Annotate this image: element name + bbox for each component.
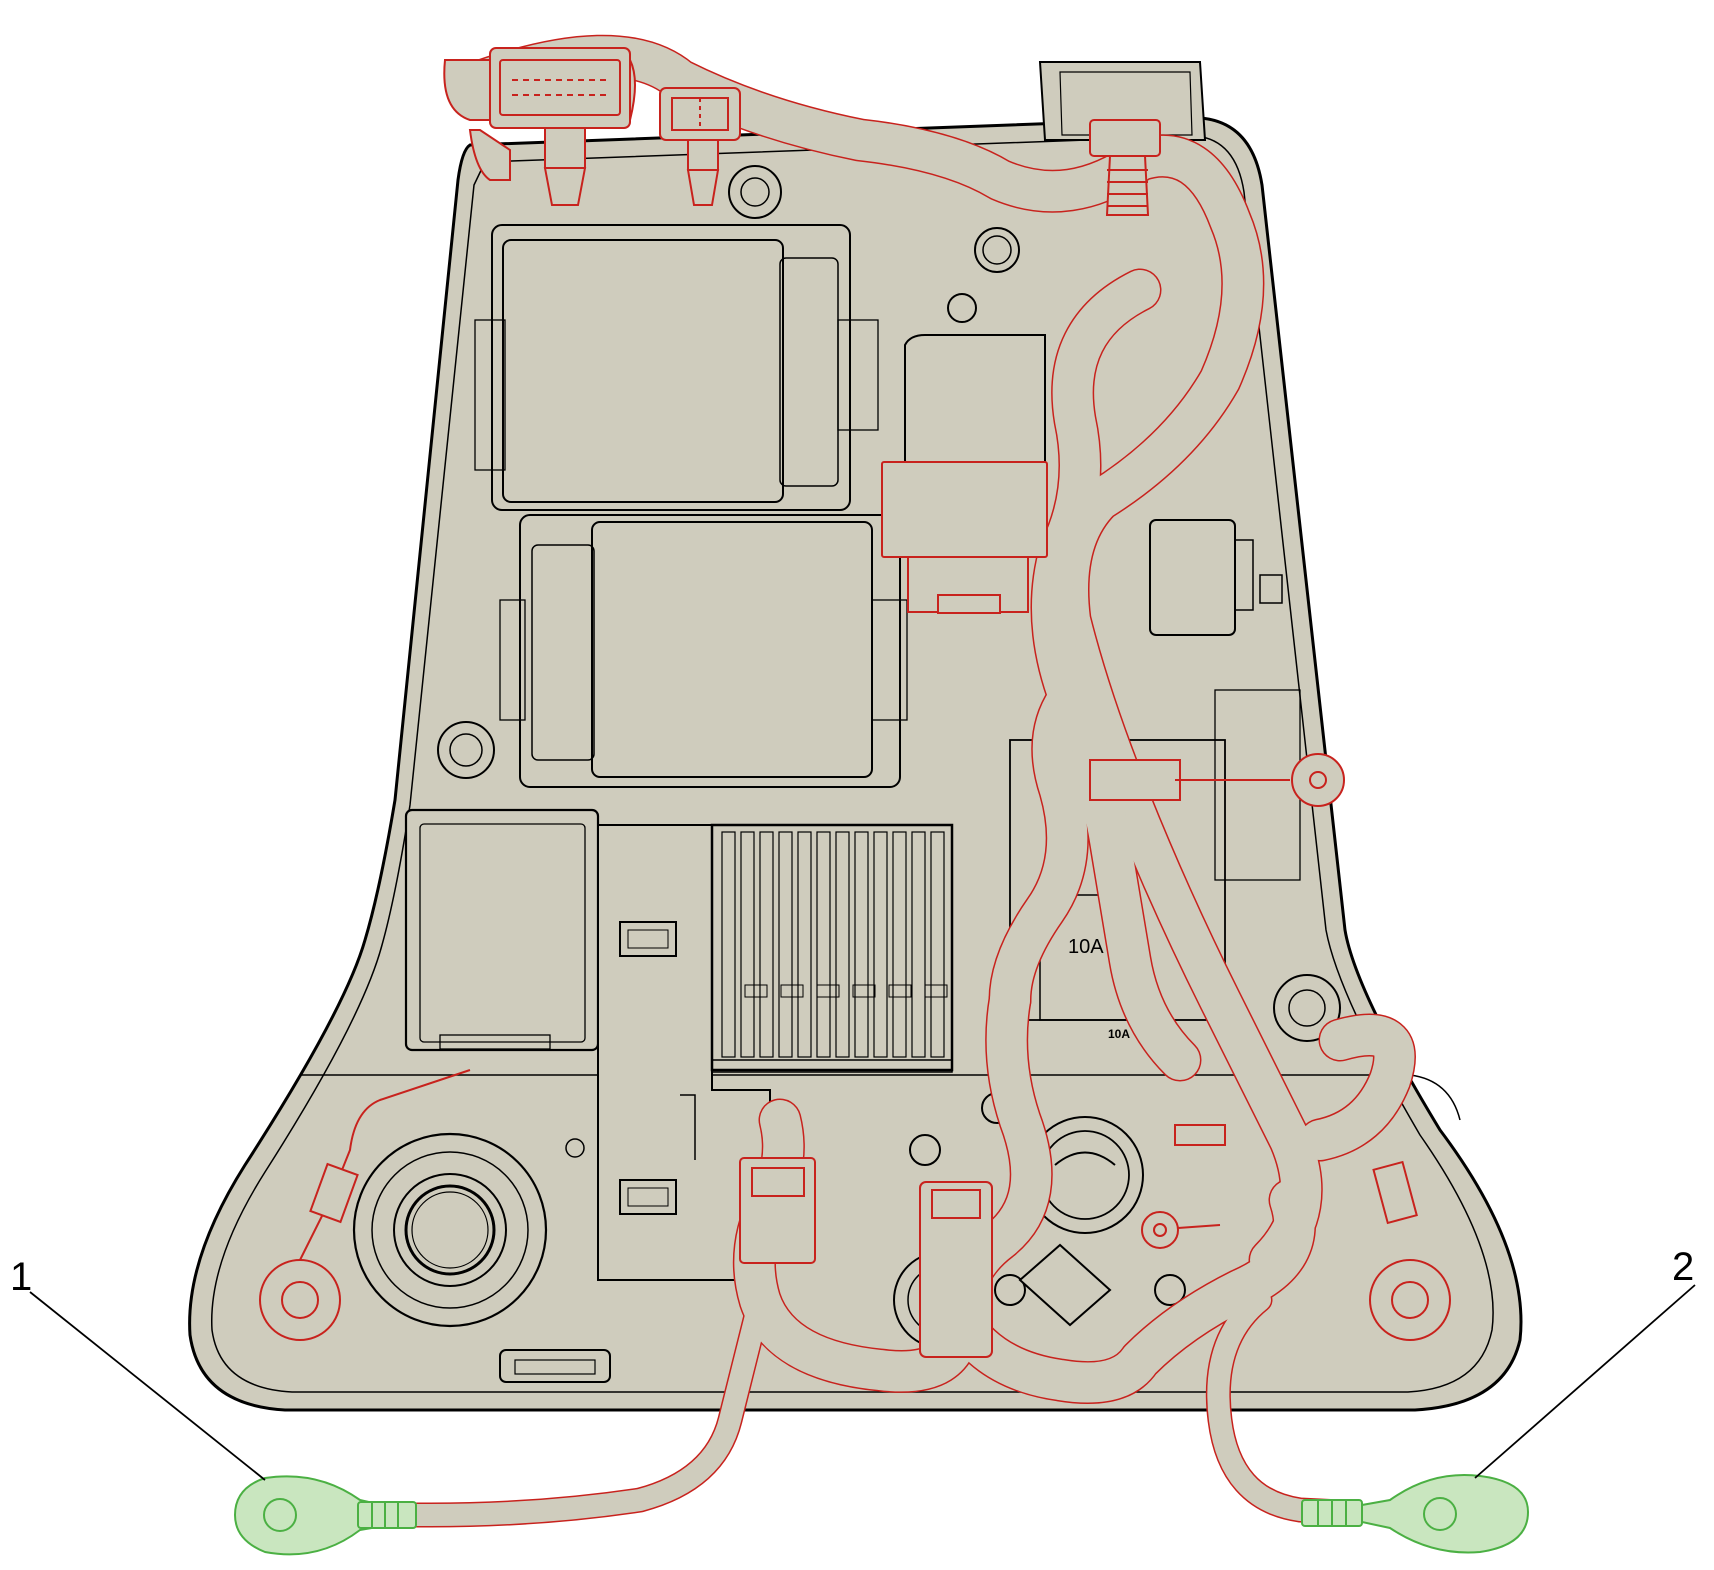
cooling-fin [816, 831, 831, 1058]
screw-icon [994, 1274, 1026, 1306]
bottom-clips [499, 1349, 611, 1383]
cooling-fin [797, 831, 812, 1058]
cooling-fin [721, 831, 736, 1058]
connector-bottom-center [739, 1157, 816, 1264]
relay-box-lower-left [404, 808, 600, 1052]
harness-tube [1300, 1015, 1415, 1160]
ground-clip-center [1141, 1124, 1226, 1249]
cooling-fins [721, 831, 948, 1058]
cooling-fin [873, 831, 888, 1058]
harness-tube [940, 1180, 1315, 1403]
cooling-fin [740, 831, 755, 1058]
housing-inner-rim [210, 135, 1494, 1393]
cooling-fin [835, 831, 850, 1058]
cooling-fin [930, 831, 945, 1058]
callout-label-1: 1 [10, 1255, 32, 1299]
fin-tab [888, 984, 912, 998]
ring-terminal-left [259, 1069, 471, 1341]
fin-tab [924, 984, 948, 998]
harness-tube [450, 36, 1322, 1280]
fin-tab [744, 984, 768, 998]
harness-tube [990, 670, 1095, 1020]
connector-bottom-inline [919, 1181, 993, 1358]
cooling-fin [854, 831, 869, 1058]
mounting-screws [437, 165, 1341, 1306]
fin-tab [816, 984, 840, 998]
ground-terminal-2 [1301, 1474, 1530, 1554]
screw-icon [947, 293, 977, 323]
cooling-fin [892, 831, 907, 1058]
fin-tab [780, 984, 804, 998]
fuse-block [710, 823, 954, 1073]
ground-terminal-1 [233, 1475, 417, 1556]
fuse-rating-label-small: 10A [1108, 1027, 1130, 1041]
connector-top-small [659, 87, 741, 206]
connectors [259, 47, 1451, 1358]
callout-2: 2 [1474, 1245, 1696, 1479]
cooling-fin [759, 831, 774, 1058]
connector-center-large [881, 461, 1048, 614]
cooling-fin [911, 831, 926, 1058]
slot [619, 921, 677, 957]
slot [619, 1179, 677, 1215]
harness-tube [1207, 1289, 1351, 1523]
relay-upper [474, 224, 879, 511]
connector-top-left [443, 47, 636, 206]
callout-1: 1 [10, 1255, 266, 1481]
harness-tube [384, 1289, 771, 1526]
relay-middle [499, 514, 908, 788]
speaker-port-left [352, 1132, 548, 1328]
connector-ground-clip-right [1089, 753, 1345, 807]
connector-top-right-clip [1089, 119, 1161, 216]
fin-tab [852, 984, 876, 998]
screw-icon [1154, 1274, 1186, 1306]
ring-terminal-right [1369, 1160, 1451, 1341]
screw-icon [909, 1134, 941, 1166]
fuse-rating-label: 10A [1068, 936, 1104, 958]
cooling-fin [778, 831, 793, 1058]
callout-label-2: 2 [1672, 1245, 1694, 1289]
